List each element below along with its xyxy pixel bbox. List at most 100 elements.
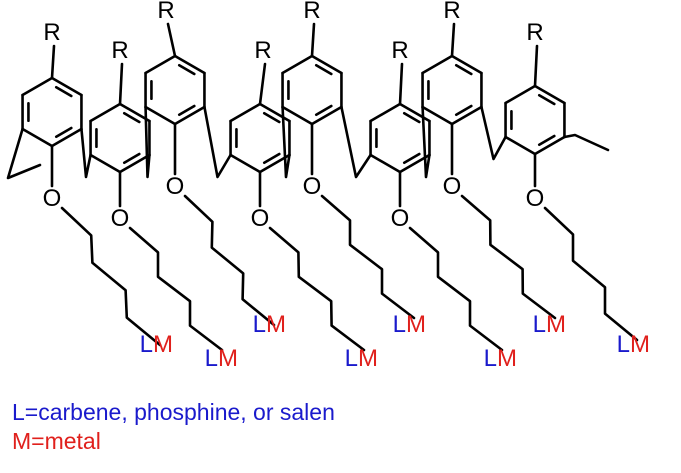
substituent-label-r: R: [526, 19, 543, 46]
aryl-ring-3-edge: [173, 105, 206, 126]
aryl-ring-7-double-bond: [454, 63, 473, 76]
ether-oxygen-label: O: [303, 173, 322, 200]
metal-label-m: M: [497, 345, 517, 372]
substituent-bond: [533, 44, 539, 88]
aryl-ring-3-edge: [144, 105, 177, 126]
aryl-ring-4-edge: [229, 102, 262, 123]
pentyl-linker-chain: [128, 226, 224, 352]
ligand-label-l: L: [205, 345, 218, 372]
aryl-ring-8-edge: [533, 84, 566, 105]
ether-oxygen-label: O: [111, 205, 130, 232]
pentyl-linker-chain: [183, 194, 276, 327]
metal-label-m: M: [630, 331, 650, 358]
aryl-ring-3-edge: [144, 54, 177, 75]
aryl-ring-7-edge: [421, 54, 454, 75]
ether-oxygen-label: O: [166, 173, 185, 200]
substituent-label-r: R: [303, 0, 320, 24]
aryl-ring-7-double-bond: [454, 104, 473, 117]
aryl-ring-5-edge: [281, 54, 314, 75]
ether-oxygen-label: O: [43, 185, 62, 212]
aryl-ring-1-edge: [50, 127, 83, 148]
aryl-ring-8-double-bond: [537, 93, 556, 106]
aryl-ring-4-edge: [229, 153, 262, 174]
aryl-ring-7-edge: [450, 105, 483, 126]
aryl-ring-6-double-bond: [402, 111, 421, 124]
ligand-label-l: L: [484, 345, 497, 372]
metal-label-m: M: [266, 311, 286, 338]
aryl-ring-5-edge: [310, 54, 343, 75]
pentyl-linker-chain: [60, 206, 162, 347]
aryl-ring-5-double-bond: [314, 63, 333, 76]
aryl-ring-5-edge: [310, 105, 343, 126]
metal-label-m: M: [218, 345, 238, 372]
aryl-ring-6-edge: [398, 102, 431, 123]
substituent-bond: [50, 44, 56, 80]
substituent-bond: [398, 62, 404, 106]
substituent-label-r: R: [391, 37, 408, 64]
substituent-label-r: R: [43, 19, 60, 46]
aryl-ring-2-edge: [89, 102, 122, 123]
pentyl-linker-chain: [460, 194, 557, 320]
aryl-ring-3-double-bond: [177, 104, 196, 117]
aryl-ring-4-double-bond: [262, 111, 281, 124]
substituent-bond: [166, 22, 177, 58]
substituent-label-r: R: [443, 0, 460, 24]
methylene-bridge: [281, 105, 291, 179]
aryl-ring-8-edge: [504, 135, 537, 156]
substituent-bond: [450, 22, 456, 58]
aryl-ring-8-edge: [533, 135, 566, 156]
legend-metal-definition: M=metal: [12, 428, 101, 454]
aryl-ring-6-double-bond: [402, 152, 421, 165]
aryl-ring-2-edge: [118, 102, 151, 123]
substituent-bond: [258, 62, 267, 106]
aryl-ring-6-edge: [369, 102, 402, 123]
aryl-ring-2-double-bond: [122, 152, 141, 165]
ligand-label-l: L: [345, 345, 358, 372]
aryl-ring-2-double-bond: [122, 111, 141, 124]
aryl-ring-2-edge: [89, 153, 122, 174]
ether-oxygen-label: O: [391, 205, 410, 232]
ether-oxygen-label: O: [443, 173, 462, 200]
substituent-label-r: R: [157, 0, 174, 24]
aryl-ring-1-edge: [21, 127, 54, 148]
pentyl-linker-chain: [543, 206, 639, 342]
bond-lines: [6, 22, 639, 352]
metal-label-m: M: [153, 331, 173, 358]
methylene-bridge: [80, 127, 92, 179]
aryl-ring-8-double-bond: [537, 134, 556, 147]
aryl-ring-3-double-bond: [177, 63, 196, 76]
aryl-ring-1-edge: [21, 76, 54, 97]
ligand-label-l: L: [393, 311, 406, 338]
ligand-label-l: L: [140, 331, 153, 358]
pentyl-linker-chain: [320, 194, 416, 320]
aryl-ring-3-edge: [173, 54, 206, 75]
methylene-bridge: [340, 105, 372, 179]
ligand-label-l: L: [533, 311, 546, 338]
pentyl-linker-chain: [408, 226, 504, 352]
substituent-label-r: R: [111, 37, 128, 64]
methylene-bridge: [421, 105, 431, 179]
aryl-ring-8-edge: [504, 84, 537, 105]
aryl-ring-6-edge: [369, 153, 402, 174]
substituent-label-r: R: [254, 37, 271, 64]
substituent-bond: [118, 62, 124, 106]
metal-label-m: M: [546, 311, 566, 338]
ether-oxygen-label: O: [251, 205, 270, 232]
methylene-bridge: [144, 105, 151, 179]
aryl-ring-4-double-bond: [262, 152, 281, 165]
pentyl-linker-chain: [268, 226, 366, 352]
aryl-ring-5-edge: [281, 105, 314, 126]
methylene-bridge: [6, 127, 42, 180]
substituent-bond: [310, 22, 316, 58]
metal-label-m: M: [358, 345, 378, 372]
aryl-ring-5-double-bond: [314, 104, 333, 117]
legend-ligand-definition: L=carbene, phosphine, or salen: [12, 399, 335, 425]
aryl-ring-1-double-bond: [54, 126, 73, 139]
aryl-ring-1-double-bond: [54, 85, 73, 98]
aryl-ring-1-edge: [50, 76, 83, 97]
aryl-ring-7-edge: [450, 54, 483, 75]
metal-label-m: M: [406, 311, 426, 338]
methylene-bridge: [480, 105, 507, 161]
